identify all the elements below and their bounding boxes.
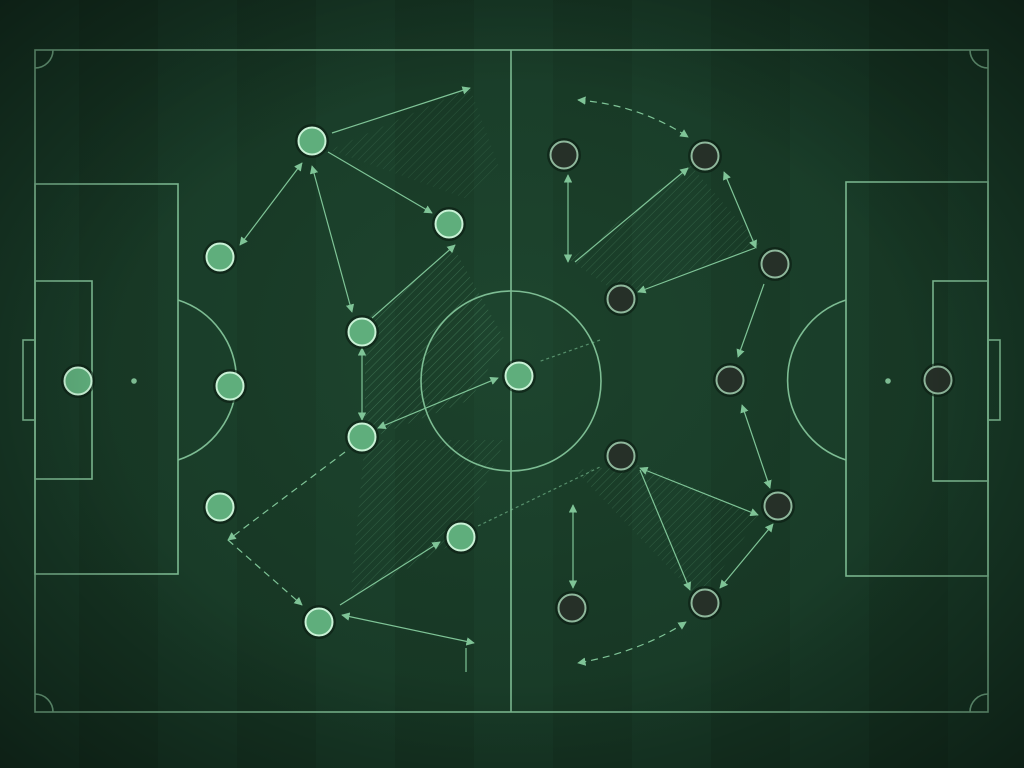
arrow-a9: [227, 539, 303, 606]
arrow-a8: [227, 451, 346, 541]
player-disc[interactable]: [504, 361, 534, 391]
player-marker-b-gk[interactable]: [921, 363, 955, 397]
arrow-a11: [341, 612, 475, 646]
zone-left-lower: [350, 440, 505, 600]
arrow-b12: [577, 621, 687, 666]
player-disc[interactable]: [715, 365, 745, 395]
player-disc[interactable]: [549, 140, 579, 170]
arrow-a3: [239, 162, 303, 246]
player-disc[interactable]: [606, 441, 636, 471]
arrow-a13: [477, 465, 603, 527]
player-disc[interactable]: [446, 522, 476, 552]
player-marker-a-d3[interactable]: [203, 490, 237, 524]
pitch-markings: [22, 49, 1001, 713]
player-disc[interactable]: [347, 317, 377, 347]
player-disc[interactable]: [304, 607, 334, 637]
right-penalty-arc: [786, 299, 847, 461]
player-marker-a-w2[interactable]: [444, 520, 478, 554]
player-disc[interactable]: [347, 422, 377, 452]
right-penalty-area: [845, 181, 989, 577]
player-disc[interactable]: [690, 588, 720, 618]
player-disc[interactable]: [690, 141, 720, 171]
player-marker-a-m2[interactable]: [345, 315, 379, 349]
arrow-b5: [637, 247, 756, 294]
player-disc[interactable]: [923, 365, 953, 395]
corner-arc-top-right: [969, 49, 989, 69]
player-marker-b-d4[interactable]: [761, 489, 795, 523]
player-marker-b-d3[interactable]: [713, 363, 747, 397]
left-penalty-spot: [131, 378, 137, 384]
player-disc[interactable]: [763, 491, 793, 521]
player-marker-b-m1[interactable]: [547, 138, 581, 172]
arrow-b9: [639, 469, 691, 591]
arrow-a2: [327, 151, 433, 214]
left-penalty-area: [34, 183, 179, 575]
corner-arc-top-left: [34, 49, 54, 69]
zone-right-upper: [570, 165, 760, 295]
player-marker-a-m1[interactable]: [295, 124, 329, 158]
arrow-b3: [574, 167, 689, 263]
zone-left-central: [365, 250, 505, 440]
arrow-b13: [537, 339, 601, 363]
player-marker-a-st[interactable]: [502, 359, 536, 393]
arrow-b8: [639, 466, 759, 517]
zone-right-lower: [575, 465, 760, 600]
player-marker-b-d2[interactable]: [758, 247, 792, 281]
player-disc[interactable]: [63, 366, 93, 396]
player-disc[interactable]: [557, 593, 587, 623]
arrow-b7: [740, 404, 772, 489]
arrow-a5: [371, 244, 456, 319]
player-marker-a-m4[interactable]: [432, 207, 466, 241]
player-disc[interactable]: [205, 492, 235, 522]
player-marker-b-f1[interactable]: [555, 591, 589, 625]
corner-arc-bottom-right: [969, 693, 989, 713]
arrow-b6: [736, 283, 765, 358]
player-marker-a-d1[interactable]: [203, 240, 237, 274]
player-marker-b-m2[interactable]: [604, 282, 638, 316]
player-disc[interactable]: [297, 126, 327, 156]
player-disc[interactable]: [205, 242, 235, 272]
player-marker-b-m3[interactable]: [604, 439, 638, 473]
arrow-a7: [377, 377, 499, 429]
arrow-b1: [577, 96, 689, 138]
left-goal: [22, 339, 36, 421]
movement-arrows: [227, 86, 774, 672]
player-marker-b-d1[interactable]: [688, 139, 722, 173]
arrow-a1: [331, 86, 471, 134]
right-penalty-spot: [885, 378, 891, 384]
players-layer: [61, 124, 955, 639]
corner-arc-bottom-left: [34, 693, 54, 713]
player-marker-a-gk[interactable]: [61, 364, 95, 398]
arrow-b4: [723, 171, 757, 249]
player-marker-b-d5[interactable]: [688, 586, 722, 620]
arrow-a4: [309, 165, 355, 313]
player-disc[interactable]: [215, 371, 245, 401]
player-marker-a-m3[interactable]: [345, 420, 379, 454]
player-marker-a-d2[interactable]: [213, 369, 247, 403]
player-disc[interactable]: [606, 284, 636, 314]
zone-left-upper: [330, 88, 500, 200]
arrow-a10: [339, 541, 441, 606]
player-disc[interactable]: [760, 249, 790, 279]
player-disc[interactable]: [434, 209, 464, 239]
arrow-b10: [719, 523, 774, 589]
right-goal: [987, 339, 1001, 421]
player-marker-a-m5[interactable]: [302, 605, 336, 639]
